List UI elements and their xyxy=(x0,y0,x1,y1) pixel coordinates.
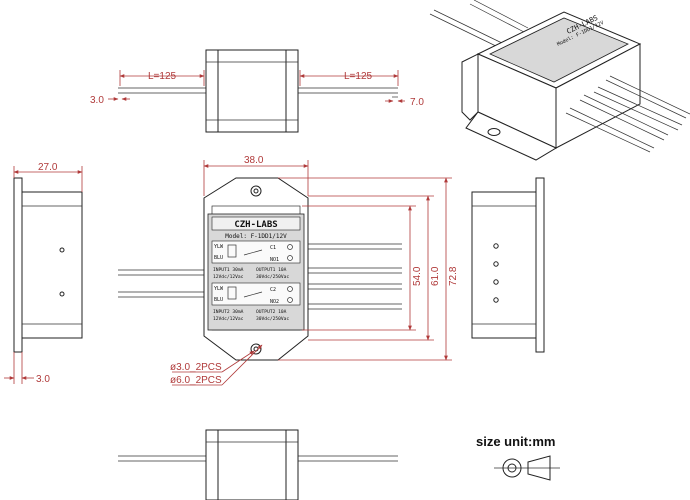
bottom-view xyxy=(118,429,398,500)
size-unit-text: size unit:mm xyxy=(476,434,555,449)
label-output1: OUTPUT1 10A xyxy=(256,267,287,273)
dim-flange: 3.0 xyxy=(36,374,50,385)
label-output2: OUTPUT2 10A xyxy=(256,309,287,315)
dim-height-c: 72.8 xyxy=(448,266,459,286)
dim-depth: 27.0 xyxy=(38,162,58,173)
dim-width: 38.0 xyxy=(244,155,264,166)
label-input1-v: 12Vdc/12Vac xyxy=(213,274,244,280)
front-view: CZH-LABS Model: F-1DD1/12V YLW BLU C1 NO… xyxy=(118,155,459,386)
label-model: Model: F-1DD1/12V xyxy=(225,233,287,240)
label-no1: NO1 xyxy=(270,257,279,263)
dim-height-b: 61.0 xyxy=(430,266,441,286)
label-ylw-2: YLW xyxy=(214,286,224,292)
dim-lead-left: L=125 xyxy=(148,71,177,82)
dim-lead-offset-right: 7.0 xyxy=(410,97,424,108)
label-output2-v: 30Vdc/250Vac xyxy=(256,316,289,322)
label-c2: C2 xyxy=(270,287,276,293)
dim-lead-offset-left: 3.0 xyxy=(90,95,104,106)
label-no2: NO2 xyxy=(270,299,279,305)
label-c1: C1 xyxy=(270,245,276,251)
left-side-view: 27.0 3.0 xyxy=(4,162,83,385)
label-output1-v: 30Vdc/250Vac xyxy=(256,274,289,280)
dim-lead-right: L=125 xyxy=(344,71,373,82)
label-blu-1: BLU xyxy=(214,255,223,261)
right-side-view xyxy=(471,177,545,353)
dim-height-a: 54.0 xyxy=(412,266,423,286)
label-brand: CZH-LABS xyxy=(234,220,277,230)
dim-hole-small: ø3.0_2PCS xyxy=(170,362,222,373)
units-block: size unit:mm xyxy=(476,434,560,481)
label-blu-2: BLU xyxy=(214,297,223,303)
label-input2: INPUT2 30mA xyxy=(213,309,244,315)
dim-hole-large: ø6.0_2PCS xyxy=(170,375,222,386)
label-input1: INPUT1 30mA xyxy=(213,267,244,273)
top-view: L=125 L=125 3.0 7.0 xyxy=(90,49,424,133)
label-input2-v: 12Vdc/12Vac xyxy=(213,316,244,322)
label-ylw-1: YLW xyxy=(214,244,224,250)
isometric-view: CZH-LABS Model: F-1DD1/12V xyxy=(429,0,690,161)
projection-symbol-icon xyxy=(494,455,560,481)
